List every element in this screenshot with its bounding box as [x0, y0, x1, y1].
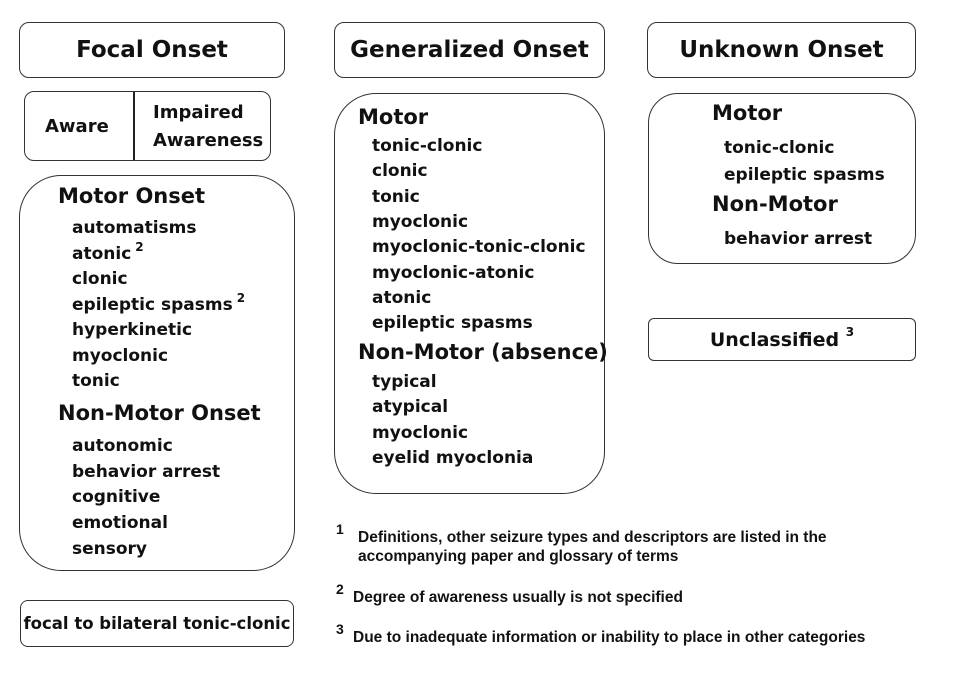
- generalized-onset-title: Generalized Onset: [350, 37, 589, 63]
- generalized-motor-item: myoclonic: [372, 212, 468, 232]
- unknown-onset-title: Unknown Onset: [679, 37, 884, 63]
- generalized-motor-item-label: clonic: [372, 161, 428, 182]
- footnote-3-number: 3: [336, 621, 344, 637]
- impaired-label-line2: Awareness: [153, 130, 264, 151]
- generalized-motor-item-label: atonic: [372, 287, 432, 308]
- impaired-label-line1: Impaired: [153, 102, 244, 123]
- focal-motor-footnote-ref: 2: [236, 290, 246, 305]
- generalized-nonmotor-heading: Non-Motor (absence): [358, 340, 608, 364]
- unknown-motor-item: tonic-clonic: [724, 138, 834, 158]
- generalized-motor-item: clonic: [372, 161, 428, 181]
- generalized-motor-item-label: myoclonic-atonic: [372, 262, 535, 283]
- footnote-3-line1: Due to inadequate information or inabili…: [353, 629, 866, 646]
- generalized-motor-item: tonic-clonic: [372, 136, 482, 156]
- focal-nonmotor-item-label: emotional: [72, 513, 168, 534]
- generalized-nonmotor-item: atypical: [372, 397, 448, 417]
- generalized-motor-item-label: tonic: [372, 186, 420, 207]
- focal-bilateral-box: focal to bilateral tonic-clonic: [20, 600, 294, 647]
- generalized-motor-item-label: myoclonic-tonic-clonic: [372, 237, 586, 258]
- generalized-motor-item: epileptic spasms: [372, 313, 533, 333]
- unclassified-footnote-ref: 3: [845, 324, 855, 339]
- focal-motor-item: clonic: [72, 269, 128, 289]
- footnote-2-line1: Degree of awareness usually is not speci…: [353, 589, 683, 606]
- generalized-motor-item: tonic: [372, 187, 420, 207]
- focal-motor-footnote-ref: 2: [135, 239, 144, 254]
- generalized-motor-item: myoclonic-tonic-clonic: [372, 237, 586, 257]
- focal-nonmotor-item: emotional: [72, 513, 168, 533]
- generalized-nonmotor-item-label: typical: [372, 372, 437, 392]
- focal-nonmotor-item: autonomic: [72, 436, 173, 456]
- awareness-divider: [133, 92, 135, 160]
- focal-nonmotor-item-label: behavior arrest: [72, 461, 221, 482]
- generalized-nonmotor-item: eyelid myoclonia: [372, 448, 533, 468]
- focal-motor-item: tonic: [72, 371, 120, 391]
- focal-onset-title: Focal Onset: [76, 37, 228, 63]
- focal-motor-item-label: clonic: [72, 269, 128, 289]
- unknown-motor-heading: Motor: [712, 101, 783, 125]
- focal-motor-item-label: myoclonic: [72, 345, 169, 366]
- generalized-motor-item: myoclonic-atonic: [372, 263, 534, 283]
- unknown-motor-item-label: tonic-clonic: [724, 138, 835, 158]
- generalized-motor-item-label: epileptic spasms: [372, 313, 533, 334]
- footnote-2-number: 2: [336, 581, 344, 597]
- focal-nonmotor-item-label: sensory: [72, 538, 148, 559]
- focal-nonmotor-item: cognitive: [72, 487, 160, 507]
- unclassified-box: Unclassified 3: [648, 318, 916, 361]
- generalized-nonmotor-item-label: eyelid myoclonia: [372, 447, 534, 468]
- generalized-nonmotor-item: typical: [372, 372, 437, 392]
- focal-motor-item-label: epileptic spasms: [72, 294, 233, 315]
- unknown-nonmotor-item: behavior arrest: [724, 229, 872, 249]
- unknown-motor-item-label: epileptic spasms: [724, 165, 885, 185]
- generalized-motor-heading: Motor: [358, 105, 429, 129]
- generalized-onset-header: Generalized Onset: [334, 22, 605, 78]
- unknown-nonmotor-item-label: behavior arrest: [724, 229, 873, 249]
- focal-nonmotor-item: behavior arrest: [72, 462, 220, 482]
- generalized-motor-item-label: myoclonic: [372, 211, 469, 232]
- focal-onset-header: Focal Onset: [19, 22, 285, 78]
- focal-motor-item-label: atonic: [72, 243, 132, 264]
- focal-motor-item-label: hyperkinetic: [72, 320, 193, 340]
- focal-nonmotor-heading: Non-Motor Onset: [58, 401, 261, 425]
- focal-motor-item: automatisms: [72, 218, 196, 238]
- unclassified-label: Unclassified 3: [709, 324, 855, 351]
- generalized-motor-item: atonic: [372, 288, 431, 308]
- focal-types-box: [19, 175, 295, 571]
- focal-bilateral-label: focal to bilateral tonic-clonic: [23, 614, 291, 633]
- focal-motor-item-label: automatisms: [72, 218, 197, 238]
- focal-nonmotor-item-label: cognitive: [72, 487, 161, 508]
- generalized-motor-item-label: tonic-clonic: [372, 136, 483, 156]
- focal-nonmotor-item-label: autonomic: [72, 436, 173, 456]
- unknown-nonmotor-heading: Non-Motor: [712, 192, 838, 216]
- unknown-onset-header: Unknown Onset: [647, 22, 916, 78]
- unknown-motor-item: epileptic spasms: [724, 165, 885, 185]
- focal-motor-item-label: tonic: [72, 371, 120, 391]
- generalized-nonmotor-item-label: atypical: [372, 397, 449, 418]
- generalized-nonmotor-item-label: myoclonic: [372, 422, 469, 443]
- footnote-1-line2: accompanying paper and glossary of terms: [358, 548, 679, 565]
- awareness-box: Aware Impaired Awareness: [24, 91, 271, 161]
- focal-motor-heading: Motor Onset: [58, 184, 206, 208]
- generalized-types-box: [334, 93, 605, 494]
- unknown-types-box: [648, 93, 916, 264]
- generalized-nonmotor-item: myoclonic: [372, 423, 468, 443]
- footnote-1-line1: Definitions, other seizure types and des…: [358, 529, 827, 546]
- aware-label: Aware: [45, 116, 109, 137]
- focal-motor-item: myoclonic: [72, 346, 168, 366]
- focal-nonmotor-item: sensory: [72, 539, 147, 559]
- footnote-1-number: 1: [336, 521, 344, 537]
- focal-motor-item: hyperkinetic: [72, 320, 192, 340]
